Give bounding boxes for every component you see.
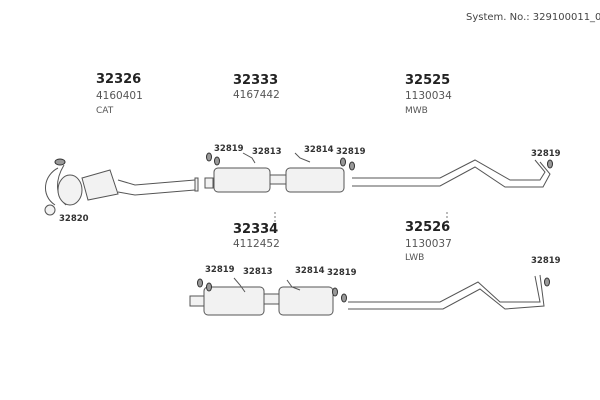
oe-number: 4160401 bbox=[96, 90, 143, 102]
fitting-label: 32813 bbox=[243, 267, 273, 277]
silencer-32334 bbox=[189, 277, 347, 316]
fitting-label: 32819 bbox=[327, 268, 357, 278]
part-number: 32526 bbox=[405, 220, 451, 235]
part-number: 32525 bbox=[405, 73, 451, 88]
oe-number: 1130037 bbox=[405, 238, 452, 250]
fitting-label: 32819 bbox=[205, 265, 235, 275]
silencer-32333 bbox=[204, 152, 355, 193]
variant-label: MWB bbox=[405, 106, 428, 116]
fitting-label: 32819 bbox=[531, 256, 561, 266]
fitting-label: 32814 bbox=[295, 266, 325, 276]
system-number: System. No.: 329100011_02 bbox=[466, 12, 600, 23]
oe-number: 4112452 bbox=[233, 238, 280, 250]
divider-dashes bbox=[274, 212, 448, 232]
fitting-label: 32819 bbox=[531, 149, 561, 159]
catalytic-converter-32326 bbox=[44, 158, 199, 216]
tailpipe-32526 bbox=[348, 274, 550, 310]
oe-number: 4167442 bbox=[233, 89, 280, 101]
part-number: 32326 bbox=[96, 72, 142, 87]
fitting-label: 32819 bbox=[214, 144, 244, 154]
oe-number: 1130034 bbox=[405, 90, 452, 102]
variant-label: CAT bbox=[96, 106, 114, 116]
tailpipe-32525 bbox=[352, 159, 553, 188]
fitting-label: 32814 bbox=[304, 145, 334, 155]
part-number: 32334 bbox=[233, 222, 279, 237]
variant-label: LWB bbox=[405, 253, 425, 263]
fitting-label: 32819 bbox=[336, 147, 366, 157]
clamp-label: 32820 bbox=[59, 214, 89, 224]
part-number: 32333 bbox=[233, 73, 279, 88]
fitting-label: 32813 bbox=[252, 147, 282, 157]
